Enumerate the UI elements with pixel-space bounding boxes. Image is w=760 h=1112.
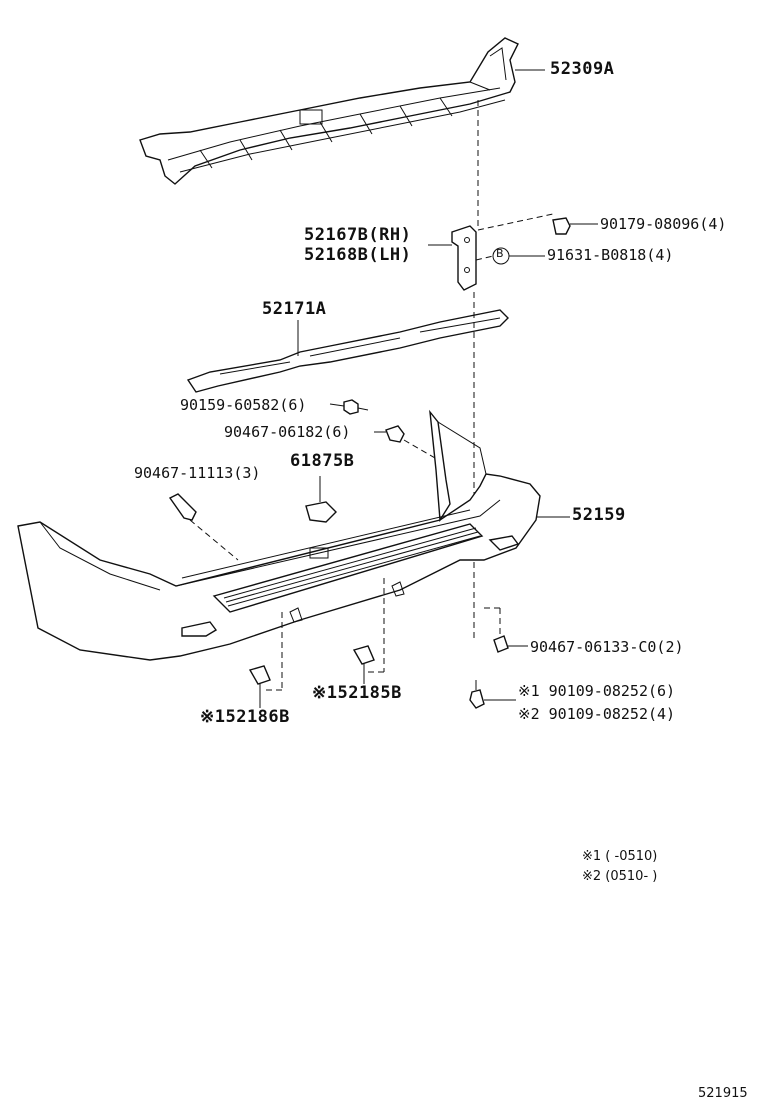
bolt-90109	[469, 680, 485, 709]
label-52167B: 52167B(RH)	[304, 225, 412, 245]
label-90159: 90159-60582(6)	[180, 396, 307, 414]
label-90179: 90179-08096(4)	[600, 215, 727, 233]
label-61875B: 61875B	[290, 451, 355, 471]
diagram-code: 521915	[698, 1086, 748, 1101]
clip-90467-06182	[385, 425, 405, 443]
label-90109-b: ※2 90109-08252(4)	[518, 705, 676, 723]
label-52309A: 52309A	[550, 59, 615, 79]
nut-90179	[552, 217, 571, 235]
label-52171A: 52171A	[262, 299, 327, 319]
label-52159: 52159	[572, 505, 626, 525]
cap-61875B	[305, 501, 337, 523]
label-90467-11113: 90467-11113(3)	[134, 464, 261, 482]
clip-52185B	[352, 645, 375, 665]
step-reinforcement-part	[139, 37, 519, 185]
clip-90467-06133	[493, 635, 509, 653]
note-1: ※1 ( -0510)	[582, 849, 658, 864]
bumper-cover-part	[17, 409, 541, 661]
step-pad-part	[186, 309, 509, 393]
label-90467-06133: 90467-06133-C0(2)	[530, 638, 684, 656]
label-91631: 91631-B0818(4)	[547, 246, 674, 264]
note-2: ※2 (0510- )	[582, 869, 658, 884]
label-90109-a: ※1 90109-08252(6)	[518, 682, 676, 700]
label-52168B: 52168B(LH)	[304, 245, 412, 265]
label-90467-06182: 90467-06182(6)	[224, 423, 351, 441]
clip-52186B	[248, 665, 271, 685]
label-52185B: ※152185B	[312, 683, 402, 703]
label-52186B: ※152186B	[200, 707, 290, 727]
screw-90159	[343, 399, 369, 415]
clip-90467-11113	[168, 493, 197, 521]
callout-b-letter: B	[496, 247, 504, 260]
bracket-part	[451, 225, 477, 291]
